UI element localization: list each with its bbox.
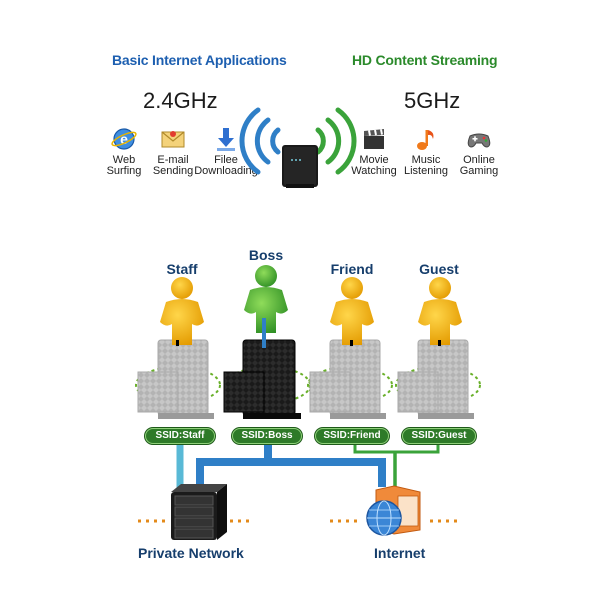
svg-text:e: e bbox=[120, 131, 128, 147]
app-movie-watching: Movie Watching bbox=[342, 126, 406, 177]
server-tower-icon bbox=[171, 484, 227, 540]
internet-label: Internet bbox=[374, 545, 426, 561]
internet-globe-icon bbox=[366, 485, 421, 536]
ssid-badge-boss: SSID:Boss bbox=[232, 428, 302, 444]
boss-person-icon bbox=[244, 265, 288, 348]
friend-person-icon bbox=[330, 277, 374, 346]
role-label-friend: Friend bbox=[330, 261, 374, 277]
guest-router-icon bbox=[395, 339, 481, 419]
app-label-line1: Music bbox=[411, 154, 441, 166]
app-label-line1: E-mail bbox=[157, 154, 189, 166]
private-network-label: Private Network bbox=[138, 545, 244, 561]
app-label-line1: Web bbox=[112, 154, 136, 166]
app-label-line1: Movie bbox=[359, 154, 389, 166]
music-note-icon bbox=[413, 126, 439, 152]
gamepad-icon bbox=[466, 126, 492, 152]
app-web-surfing: e Web Surfing bbox=[92, 126, 156, 177]
basic-internet-apps-header: Basic Internet Applications bbox=[112, 52, 287, 68]
app-label-line2: Surfing bbox=[106, 165, 142, 177]
clapperboard-icon bbox=[361, 126, 387, 152]
web-globe-icon: e bbox=[111, 126, 137, 152]
hd-streaming-header: HD Content Streaming bbox=[352, 52, 498, 68]
email-envelope-icon bbox=[160, 126, 186, 152]
ssid-badge-guest: SSID:Guest bbox=[402, 428, 476, 444]
top-router-icon bbox=[282, 145, 318, 188]
download-arrow-icon bbox=[213, 126, 239, 152]
app-music-listening: Music Listening bbox=[394, 126, 458, 177]
band-24ghz-label: 2.4GHz bbox=[143, 88, 218, 113]
boss-to-internet-line bbox=[268, 458, 386, 487]
app-label-line2: Watching bbox=[351, 165, 397, 177]
app-label-line2: Downloading bbox=[194, 165, 258, 177]
app-label-line1: Filee bbox=[214, 154, 238, 166]
guest-person-icon bbox=[418, 277, 462, 346]
signal-arcs-right-icon bbox=[315, 107, 357, 175]
band-5ghz-label: 5GHz bbox=[404, 88, 461, 113]
ssid-badge-friend: SSID:Friend bbox=[315, 428, 389, 444]
role-label-guest: Guest bbox=[419, 261, 459, 277]
app-label-line1: Online bbox=[463, 154, 495, 166]
friend-router-icon bbox=[307, 339, 393, 419]
app-label-line2: Sending bbox=[152, 165, 194, 177]
app-email-sending: E-mail Sending bbox=[141, 126, 205, 177]
app-file-downloading: Filee Downloading bbox=[194, 126, 258, 177]
app-label-line2: Listening bbox=[403, 165, 449, 177]
role-label-boss: Boss bbox=[248, 247, 284, 263]
app-label-line2: Gaming bbox=[459, 165, 499, 177]
app-online-gaming: Online Gaming bbox=[447, 126, 511, 177]
boss-to-private-line bbox=[196, 440, 272, 497]
ssid-badge-staff: SSID:Staff bbox=[145, 428, 215, 444]
staff-person-icon bbox=[160, 277, 204, 346]
staff-router-icon bbox=[135, 339, 221, 419]
signal-arcs-left-icon bbox=[239, 107, 281, 175]
role-label-staff: Staff bbox=[166, 261, 198, 277]
